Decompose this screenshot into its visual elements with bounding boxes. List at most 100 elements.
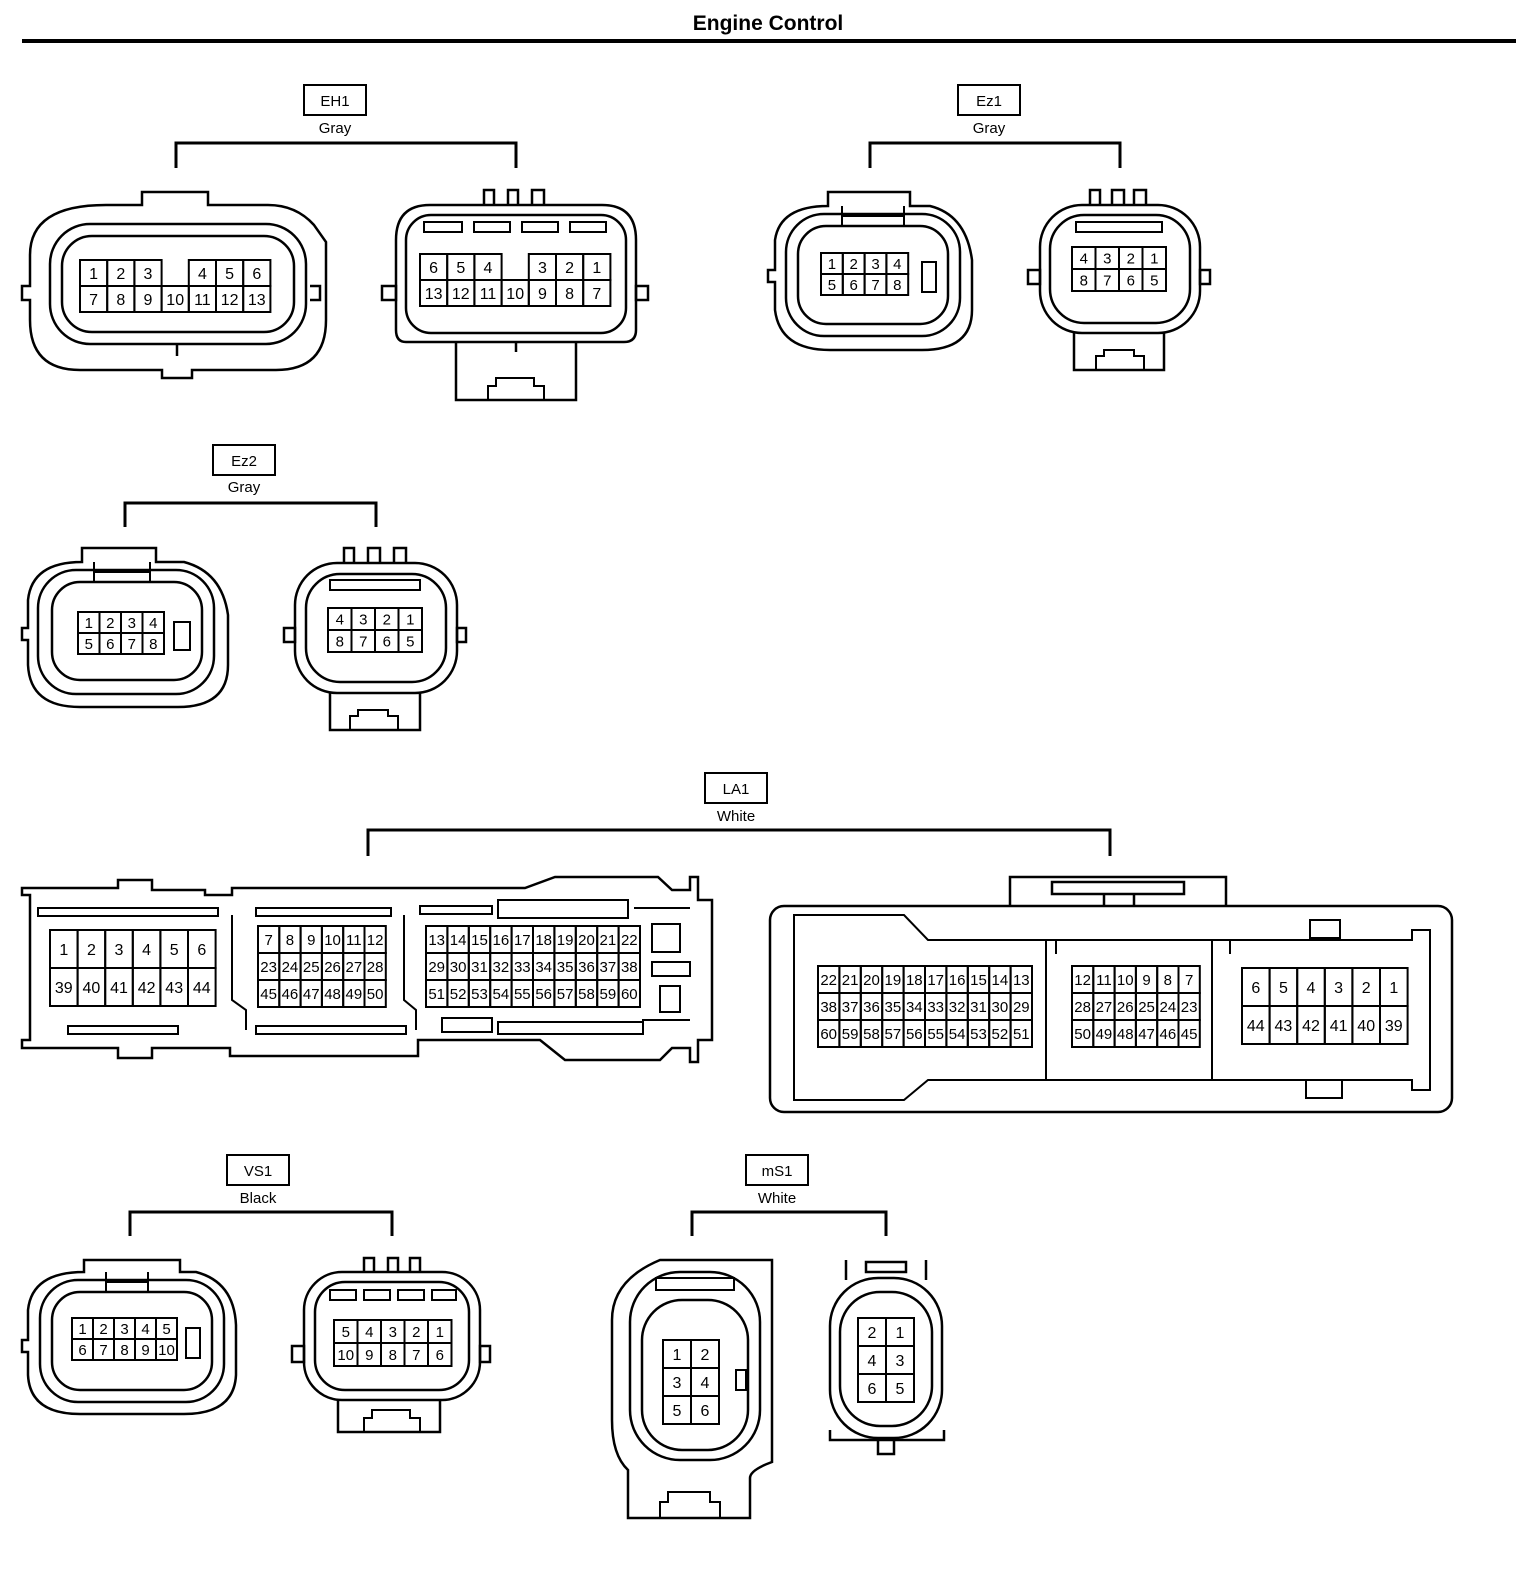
pin-cell [427,1342,453,1367]
latch-slot [1305,1079,1343,1099]
pin-number: 6 [252,266,261,283]
pin-number: 55 [927,1026,944,1043]
latch-slot [419,905,493,915]
pin-cell [242,285,272,313]
pin-number: 5 [896,1381,905,1398]
pin-cell [397,629,423,653]
pin-cell [1009,1019,1033,1048]
pin-number: 3 [673,1375,682,1392]
pin-number: 7 [1185,972,1193,989]
pin-number: 2 [1362,980,1371,997]
pin-number: 1 [896,1325,905,1342]
pin-number: 12 [367,932,384,949]
pin-number: 2 [1127,250,1135,267]
pin-number: 60 [621,986,638,1003]
latch-slot [105,1272,149,1292]
pin-number: 6 [1127,272,1135,289]
pin-number: 2 [701,1347,710,1364]
lever-latch [487,377,545,400]
pin-number: 28 [1074,999,1091,1016]
pin-number: 1 [78,1321,86,1338]
pin-number: 1 [436,1324,444,1341]
pin-number: 5 [225,266,234,283]
pin-number: 26 [1117,999,1134,1016]
key-mark [876,1440,896,1456]
pin-number: 19 [557,932,574,949]
pin-number: 3 [144,266,153,283]
connector-housing [768,904,1454,1114]
pin-number: 38 [621,959,638,976]
pin-number: 56 [535,986,552,1003]
pin-number: 5 [1279,980,1288,997]
housing-inner [38,1278,226,1404]
housing-inner [36,568,216,696]
pin-number: 27 [346,959,363,976]
connector-housing [20,1258,238,1416]
latch-slot [1075,221,1163,233]
pin-number: 3 [359,611,367,628]
pin-number: 6 [197,942,206,959]
lever-latch [349,709,399,730]
pin-number: 7 [1103,272,1111,289]
pin-number: 54 [493,986,510,1003]
latch-slot [255,1025,407,1035]
pin-number: 44 [193,980,211,997]
pin-number: 51 [428,986,445,1003]
latch-slot [329,579,421,591]
pin-number: 12 [221,292,239,309]
pin-number: 5 [406,633,414,650]
pin-number: 7 [128,636,136,653]
pin-number: 11 [480,286,497,303]
pin-number: 41 [1330,1018,1348,1035]
connector-color: Gray [319,120,352,137]
pin-number: 10 [324,932,341,949]
pin-number: 8 [1080,272,1088,289]
latch-slot [329,1289,457,1301]
pin-number: 8 [149,636,157,653]
connector-bracket [123,501,378,527]
lock-tab [185,1327,201,1359]
pin-cell [1141,268,1167,292]
cavity-divider [231,915,417,1030]
pin-number: 53 [970,1026,987,1043]
pin-number: 2 [868,1325,877,1342]
pin-number: 25 [303,959,320,976]
pin-cell [885,1373,915,1403]
pin-number: 17 [927,972,944,989]
pin-number: 44 [1247,1018,1265,1035]
pin-number: 32 [493,959,510,976]
pin-number: 19 [885,972,902,989]
pin-number: 3 [120,1321,128,1338]
pin-number: 8 [120,1342,128,1359]
pin-number: 7 [412,1347,420,1364]
housing-inner [404,213,628,335]
rail [828,1430,946,1442]
housing-inner [1048,213,1192,325]
latch-slot [841,206,905,226]
pin-number: 39 [55,980,73,997]
pin-number: 45 [260,986,277,1003]
lock-tab [1026,268,1212,286]
pin-number: 47 [1138,1026,1155,1043]
pin-number: 40 [83,980,101,997]
pin-number: 34 [906,999,923,1016]
lock-tab [921,261,937,293]
lever [336,1400,442,1434]
pin-number: 10 [337,1347,354,1364]
latch-slot [1309,919,1341,939]
pin-number: 39 [1385,1018,1403,1035]
pin-number: 59 [600,986,617,1003]
lever-latch [363,1409,421,1432]
pin-number: 1 [1389,980,1398,997]
pin-number: 5 [828,277,836,294]
pin-number: 5 [1150,272,1158,289]
